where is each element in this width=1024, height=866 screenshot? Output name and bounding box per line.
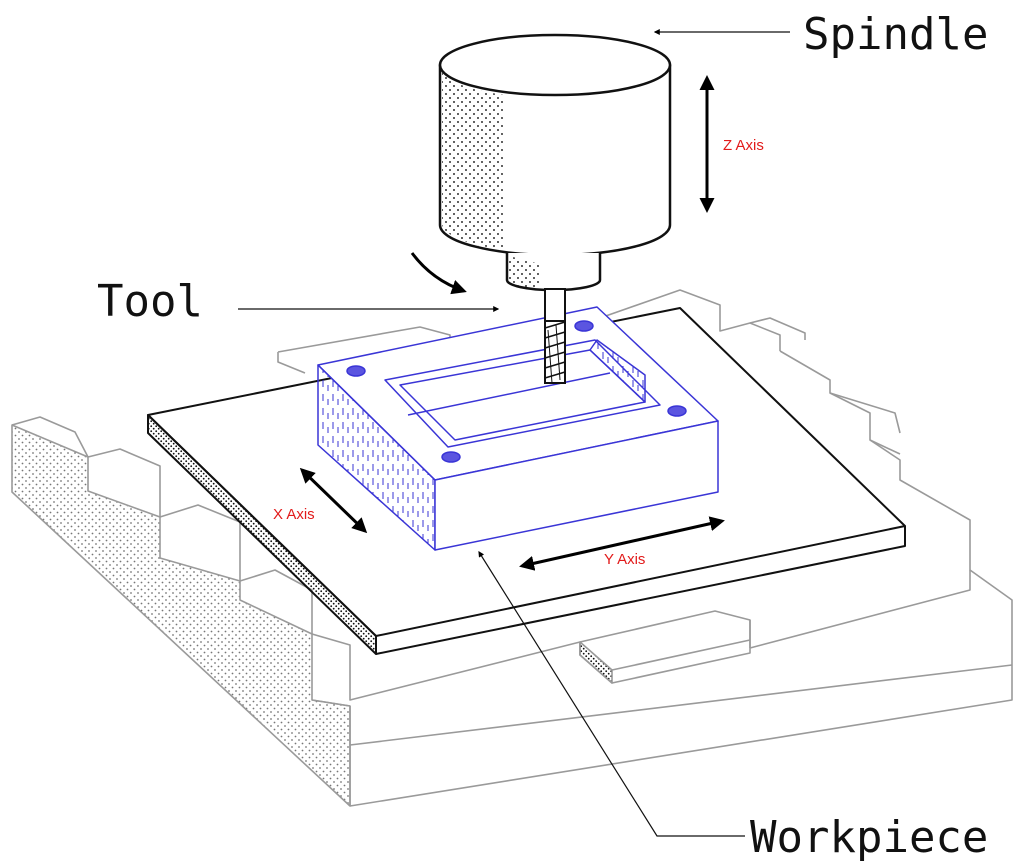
spindle-shading bbox=[441, 68, 505, 250]
mounting-hole bbox=[346, 365, 366, 377]
workpiece-pocket-outer bbox=[384, 339, 661, 448]
machine-base bbox=[11, 289, 1013, 807]
tool-shank bbox=[544, 288, 566, 322]
workpiece-leader-line bbox=[478, 550, 745, 837]
spindle-label: Spindle bbox=[803, 9, 988, 60]
workpiece-label: Workpiece bbox=[750, 812, 988, 863]
mounting-hole bbox=[574, 320, 594, 332]
workpiece bbox=[317, 306, 719, 551]
z-axis-label: Z Axis bbox=[723, 137, 764, 154]
workpiece-pocket-wall bbox=[589, 339, 646, 403]
base-right-steps bbox=[779, 350, 1013, 665]
base-top-steps bbox=[11, 416, 313, 634]
y-axis-arrow bbox=[519, 516, 725, 571]
spindle-top bbox=[438, 33, 672, 97]
cutting-tool bbox=[544, 288, 566, 384]
mounting-hole bbox=[667, 405, 687, 417]
x-axis-arrow bbox=[299, 467, 368, 534]
spindle bbox=[438, 33, 672, 292]
base-front-block-face bbox=[579, 641, 613, 684]
rotation-arrow-icon bbox=[410, 252, 467, 295]
workpiece-front-face bbox=[434, 420, 719, 551]
mounting-hole bbox=[441, 451, 461, 463]
y-axis-label: Y Axis bbox=[604, 551, 645, 568]
tool-label: Tool bbox=[97, 276, 203, 327]
x-axis-label: X Axis bbox=[273, 506, 315, 523]
